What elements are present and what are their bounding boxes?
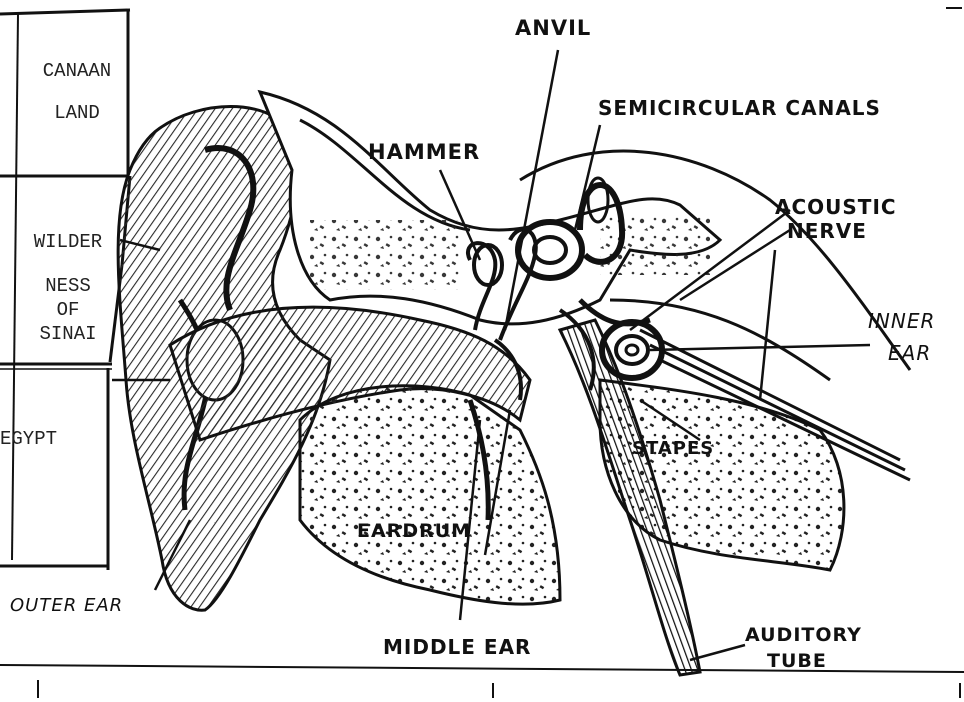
label-acoustic-nerve-line2: NERVE xyxy=(775,219,897,243)
label-inner-ear-line2: EAR xyxy=(868,337,935,369)
region-sinai-line2: NESS xyxy=(8,274,128,298)
region-egypt: EGYPT xyxy=(0,428,80,450)
label-auditory-tube-line2: TUBE xyxy=(745,648,862,674)
label-outer-ear: OUTER EAR xyxy=(10,595,123,616)
region-canaan: CANAAN LAND xyxy=(22,60,132,124)
label-middle-ear: MIDDLE EAR xyxy=(383,635,531,659)
region-sinai-line1: WILDER xyxy=(8,230,128,254)
label-auditory-tube-line1: AUDITORY xyxy=(745,622,862,648)
region-egypt-line1: EGYPT xyxy=(0,428,80,450)
label-stapes: STAPES xyxy=(632,438,714,459)
label-acoustic-nerve: ACOUSTIC NERVE xyxy=(775,195,897,243)
label-hammer: HAMMER xyxy=(368,140,480,164)
label-acoustic-nerve-line1: ACOUSTIC xyxy=(775,195,897,219)
region-canaan-line1: CANAAN xyxy=(22,60,132,82)
region-sinai: WILDER NESS OF SINAI xyxy=(8,230,128,346)
region-sinai-line4: SINAI xyxy=(8,322,128,346)
label-eardrum: EARDRUM xyxy=(357,520,471,542)
label-inner-ear-line1: INNER xyxy=(868,305,935,337)
label-semicircular-canals: SEMICIRCULAR CANALS xyxy=(598,96,881,120)
region-canaan-line2: LAND xyxy=(22,102,132,124)
region-sinai-line3: OF xyxy=(8,298,128,322)
label-inner-ear: INNER EAR xyxy=(868,305,935,369)
label-anvil: ANVIL xyxy=(515,16,591,40)
label-auditory-tube: AUDITORY TUBE xyxy=(745,622,862,674)
